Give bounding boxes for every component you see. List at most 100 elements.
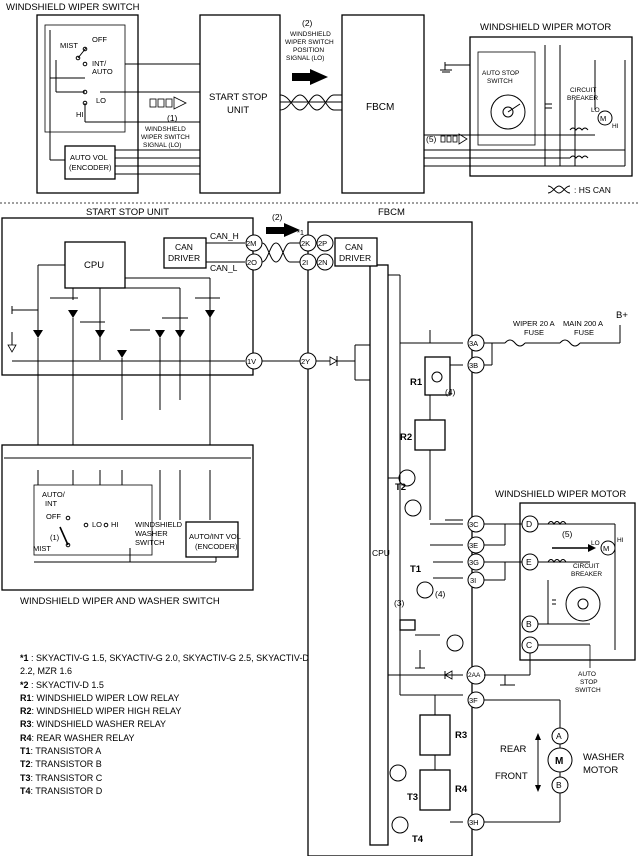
ssu-box: [1, 217, 254, 376]
bottom-motor-m: M: [603, 544, 609, 553]
ssu-terminals: 2M 2O 1V: [245, 234, 263, 370]
step-4-a: (4): [445, 387, 456, 397]
term-3i: 3I: [470, 576, 476, 585]
ssu-internal-circuit: [7, 264, 245, 470]
term-2o: 2O: [247, 258, 257, 267]
top-motor-lo: LO: [591, 107, 600, 114]
top-motor-m: M: [600, 114, 606, 123]
sw-autoint-vol-2: (ENCODER): [195, 542, 238, 551]
legend-item-r1: R1: WINDSHIELD WIPER LOW RELAY: [20, 692, 180, 703]
top-auto-stop-2: SWITCH: [487, 78, 513, 85]
term-3f: 3F: [469, 696, 478, 705]
signal-1-text-a: WINDSHIELD: [145, 126, 186, 133]
step-4-b: (4): [435, 589, 446, 599]
ssu-can-label-2: DRIVER: [168, 253, 200, 263]
relay-r2: R2: [400, 432, 412, 443]
switch-pos-hi: HI: [76, 110, 84, 119]
top-hs-can-pair: [279, 94, 342, 111]
bottom-motor-title: WINDSHIELD WIPER MOTOR: [495, 489, 626, 500]
fbcm-can-label-1: CAN: [345, 242, 363, 252]
main-fuse-2: FUSE: [574, 328, 594, 337]
top-motor-hi: HI: [612, 123, 619, 130]
term-3b: 3B: [469, 361, 478, 370]
bottom-cb-2: BREAKER: [571, 571, 602, 578]
top-cb-2: BREAKER: [567, 95, 598, 102]
wiper-fuse-2: FUSE: [524, 328, 544, 337]
switch-pos-auto: AUTO: [92, 67, 113, 76]
ssu-can-label-1: CAN: [175, 242, 193, 252]
top-motor-title: WINDSHIELD WIPER MOTOR: [480, 22, 611, 33]
bottom-auto-stop-3: SWITCH: [575, 687, 601, 694]
legend-item-t1: T1: TRANSISTOR A: [20, 746, 102, 757]
star-1: *1: [297, 228, 304, 237]
can-h-label: CAN_H: [210, 231, 239, 241]
washer-motor-m: M: [555, 756, 563, 767]
can-l-label: CAN_L: [210, 263, 238, 273]
signal-2-bottom-num: (2): [272, 212, 283, 222]
legend-item-star1: *1 : SKYACTIV-G 1.5, SKYACTIV-G 2.0, SKY…: [20, 653, 309, 677]
top-start-stop-unit: [199, 14, 281, 194]
hs-can-text: : HS CAN: [574, 185, 611, 195]
term-1v: 1V: [247, 357, 256, 366]
sw-off: OFF: [46, 512, 61, 521]
legend: *1 : SKYACTIV-G 1.5, SKYACTIV-G 2.0, SKY…: [20, 652, 310, 798]
signal-2-top-num: (2): [302, 18, 313, 28]
power-supply: WIPER 20 A FUSE MAIN 200 A FUSE B+: [484, 310, 628, 366]
switch-pos-mist: MIST: [60, 41, 78, 50]
legend-item-r4: R4: REAR WASHER RELAY: [20, 732, 135, 743]
ssu-title: START STOP UNIT: [86, 207, 169, 218]
step-5-bottom: (5): [562, 529, 573, 539]
motor-term-d: D: [526, 519, 532, 529]
bottom-auto-stop-2: STOP: [580, 679, 598, 686]
term-2aa: 2AA: [468, 672, 481, 679]
top-fbcm: [341, 14, 425, 194]
wiper-fuse-1: WIPER 20 A: [513, 319, 555, 328]
sw-auto-int-1: AUTO/: [42, 490, 66, 499]
term-2n: 2N: [318, 258, 328, 267]
wiper-washer-switch: AUTO/ INT OFF LO HI MIST (1) WINDSHIELD …: [1, 444, 254, 591]
signal-1-arrow: (1) WINDSHIELD WIPER SWITCH SIGNAL (LO): [141, 96, 190, 149]
top-wiper-switch-block: WINDSHIELD WIPER SWITCH MIST OFF INT/ AU…: [6, 2, 200, 194]
switch-pos-int: INT/: [92, 59, 107, 68]
step-3: (3): [394, 598, 405, 608]
signal-2-text-a: WINDSHIELD: [290, 31, 331, 38]
fbcm-can-label-2: DRIVER: [339, 253, 371, 263]
sw-mist: MIST: [33, 544, 51, 553]
motor-term-c: C: [526, 640, 532, 650]
relay-r1: R1: [410, 377, 423, 388]
sw-washer-2: WASHER: [135, 529, 168, 538]
transistor-t2: T2: [395, 482, 406, 493]
top-ssu-label-2: UNIT: [227, 105, 249, 116]
switch-pos-off: OFF: [92, 35, 107, 44]
term-2m: 2M: [246, 239, 256, 248]
washer-term-a: A: [556, 731, 562, 741]
sw-washer-1: WINDSHIELD: [135, 520, 183, 529]
fbcm-left-terminals: 2K 2I 2P 2N 2Y: [299, 234, 334, 370]
top-fbcm-label: FBCM: [366, 102, 394, 113]
legend-item-star2: *2 : SKYACTIV-D 1.5: [20, 679, 104, 690]
legend-item-t2: T2: TRANSISTOR B: [20, 759, 102, 770]
sw-autoint-vol-1: AUTO/INT VOL: [189, 532, 241, 541]
bottom-motor-hi: HI: [617, 537, 624, 544]
ssu-cpu: [64, 241, 126, 289]
washer-motor-1: WASHER: [583, 752, 624, 763]
motor-term-b: B: [526, 619, 532, 629]
top-auto-stop-1: AUTO STOP: [482, 70, 519, 77]
signal-1-num: (1): [167, 113, 178, 123]
legend-item-r3: R3: WINDSHIELD WASHER RELAY: [20, 719, 167, 730]
washer-motor: A B M REAR FRONT WASHER MOTOR: [484, 699, 624, 823]
signal-5-top-num: (5): [426, 134, 437, 144]
bottom-wiper-motor: WINDSHIELD WIPER MOTOR D E B C (5) M LO …: [484, 489, 636, 694]
fbcm-cpu: [369, 264, 389, 846]
bottom-motor-lo: LO: [591, 540, 600, 547]
signal-2-text-d: SIGNAL (LO): [286, 55, 324, 62]
signal-1-text-b: WIPER SWITCH: [141, 134, 190, 141]
signal-1-text-c: SIGNAL (LO): [143, 142, 181, 149]
top-ssu-label-1: START STOP: [209, 92, 267, 103]
relay-r4: R4: [455, 784, 468, 795]
sw-auto-int-2: INT: [45, 499, 58, 508]
washer-switch-title: WINDSHIELD WIPER AND WASHER SWITCH: [20, 596, 220, 607]
washer-rear: REAR: [500, 744, 527, 755]
term-3a: 3A: [469, 339, 478, 348]
